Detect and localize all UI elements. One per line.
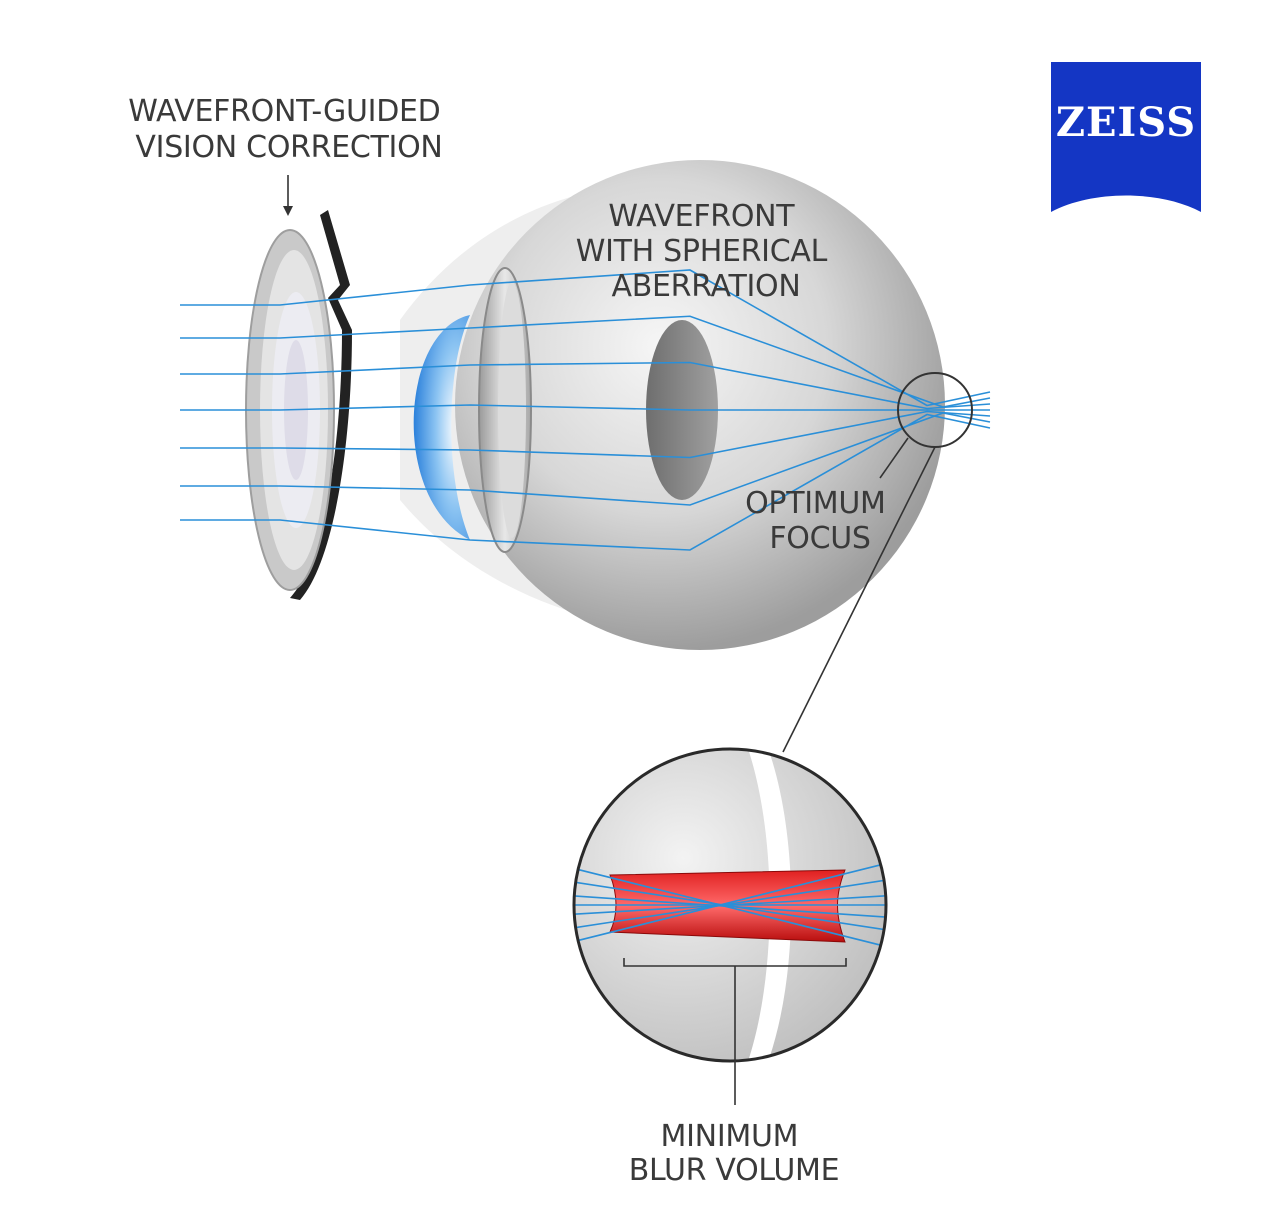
zoom-ray (574, 877, 886, 931)
blur-volume-bracket (623, 958, 847, 1105)
minimum-blur-label: MINIMUM BLUR VOLUME (629, 1119, 839, 1188)
zoom-ray (574, 894, 886, 916)
light-ray (180, 361, 991, 410)
zoom-ray (574, 894, 886, 919)
zoom-inset (572, 747, 888, 1063)
light-ray (180, 412, 991, 506)
light-ray (180, 315, 991, 408)
optimum-focus-label: OPTIMUM FOCUS (745, 486, 895, 556)
light-ray (180, 410, 991, 459)
zoom-rays (574, 859, 886, 951)
zoom-connector-line (782, 446, 936, 753)
wavefront-guided-label: WAVEFRONT-GUIDED VISION CORRECTION (128, 94, 449, 165)
light-rays (180, 269, 991, 551)
light-ray (180, 413, 991, 551)
wavefront-aberration-label: WAVEFRONT WITH SPHERICAL ABERRATION (576, 199, 837, 304)
zoom-ray (574, 864, 886, 951)
down-arrow-icon (283, 175, 293, 216)
iris-ring (478, 267, 532, 553)
svg-text:ZEISS: ZEISS (1056, 99, 1196, 146)
zoom-ray (574, 859, 886, 946)
light-ray (180, 404, 990, 411)
cornea (413, 315, 470, 540)
zeiss-logo: ZEISS (1051, 62, 1201, 212)
light-ray (180, 269, 991, 407)
focus-label-pointer (879, 437, 909, 479)
contact-lens (245, 210, 352, 600)
